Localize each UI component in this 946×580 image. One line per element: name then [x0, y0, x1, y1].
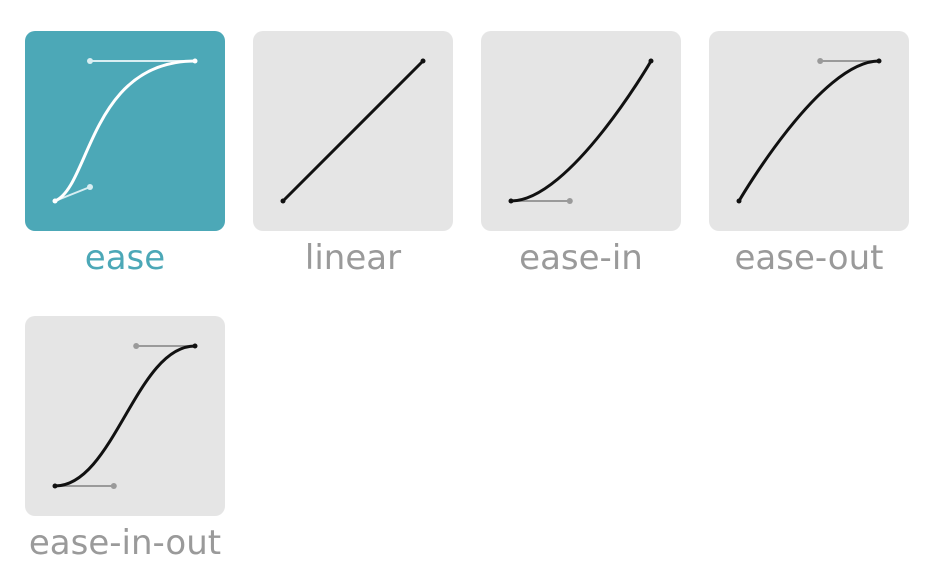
preset-ease-in-label: ease-in — [519, 238, 643, 278]
control-point-1 — [87, 184, 93, 190]
timing-curve — [53, 59, 197, 203]
preset-linear[interactable]: linear — [253, 31, 453, 279]
linear-curve-icon — [280, 58, 426, 204]
curve-end-point — [420, 58, 426, 64]
control-point-2 — [87, 58, 93, 64]
curve-end-point — [648, 58, 654, 64]
ease-in-out-curve-icon — [52, 343, 198, 489]
control-point-2 — [133, 343, 140, 349]
preset-ease[interactable]: ease — [25, 31, 225, 279]
preset-ease-tile[interactable] — [25, 31, 225, 231]
curve-end-point — [192, 58, 198, 64]
timing-curve — [509, 59, 653, 203]
preset-ease-out-label: ease-out — [734, 238, 884, 278]
control-point-1 — [110, 483, 117, 489]
ease-in-curve-icon — [508, 58, 654, 204]
timing-curve — [53, 344, 197, 488]
curve-start-point — [508, 198, 514, 204]
preset-ease-in[interactable]: ease-in — [481, 31, 681, 279]
preset-ease-out-tile[interactable] — [709, 31, 909, 231]
preset-linear-label: linear — [304, 238, 402, 278]
curve-start-point — [736, 198, 742, 204]
control-point-2 — [817, 58, 824, 64]
ease-out-curve-icon — [736, 58, 882, 204]
control-point-1 — [566, 198, 573, 204]
preset-ease-label: ease — [84, 238, 166, 278]
curve-start-point — [52, 198, 58, 204]
preset-ease-in-tile[interactable] — [481, 31, 681, 231]
preset-linear-tile[interactable] — [253, 31, 453, 231]
preset-ease-in-out-tile[interactable] — [25, 316, 225, 516]
curve-start-point — [280, 198, 286, 204]
preset-ease-in-out-label: ease-in-out — [28, 523, 222, 563]
timing-curve — [737, 59, 881, 203]
curve-start-point — [52, 483, 58, 489]
timing-curve — [281, 59, 425, 203]
preset-ease-out[interactable]: ease-out — [709, 31, 909, 279]
curve-end-point — [876, 58, 882, 64]
curve-end-point — [192, 343, 198, 349]
preset-ease-in-out[interactable]: ease-in-out — [25, 316, 225, 564]
ease-curve-icon — [52, 58, 198, 204]
